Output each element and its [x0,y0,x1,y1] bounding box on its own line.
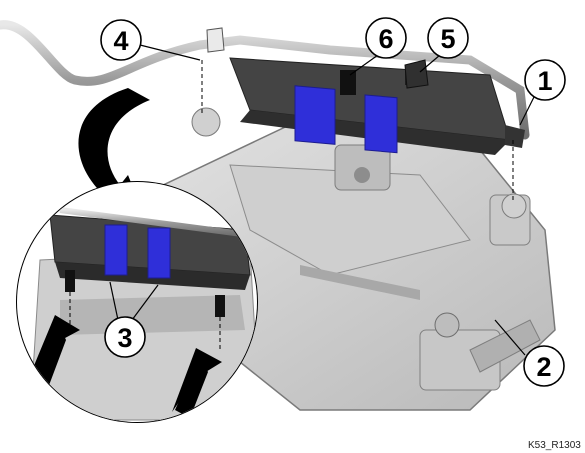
callout-5: 5 [419,17,469,73]
callout-5-label: 5 [440,24,455,54]
callout-3: 3 [104,316,146,358]
cable-pipe [0,20,530,140]
curved-arrow-icon [78,88,150,208]
callout-4: 4 [100,19,201,61]
callout-2-label: 2 [536,352,551,382]
callout-1: 1 [519,59,566,126]
callout-1-label: 1 [537,66,552,96]
detail-view [16,181,258,423]
callout-4-label: 4 [113,26,128,56]
cable-clip-right [404,59,429,89]
callout-6: 6 [349,17,407,76]
reference-code: K53_R1303 [528,440,581,451]
module-top [229,57,525,155]
callout-2: 2 [494,319,565,387]
callout-3-label: 3 [117,323,132,353]
callout-6-label: 6 [378,24,393,54]
cable-clip-left [206,27,225,53]
